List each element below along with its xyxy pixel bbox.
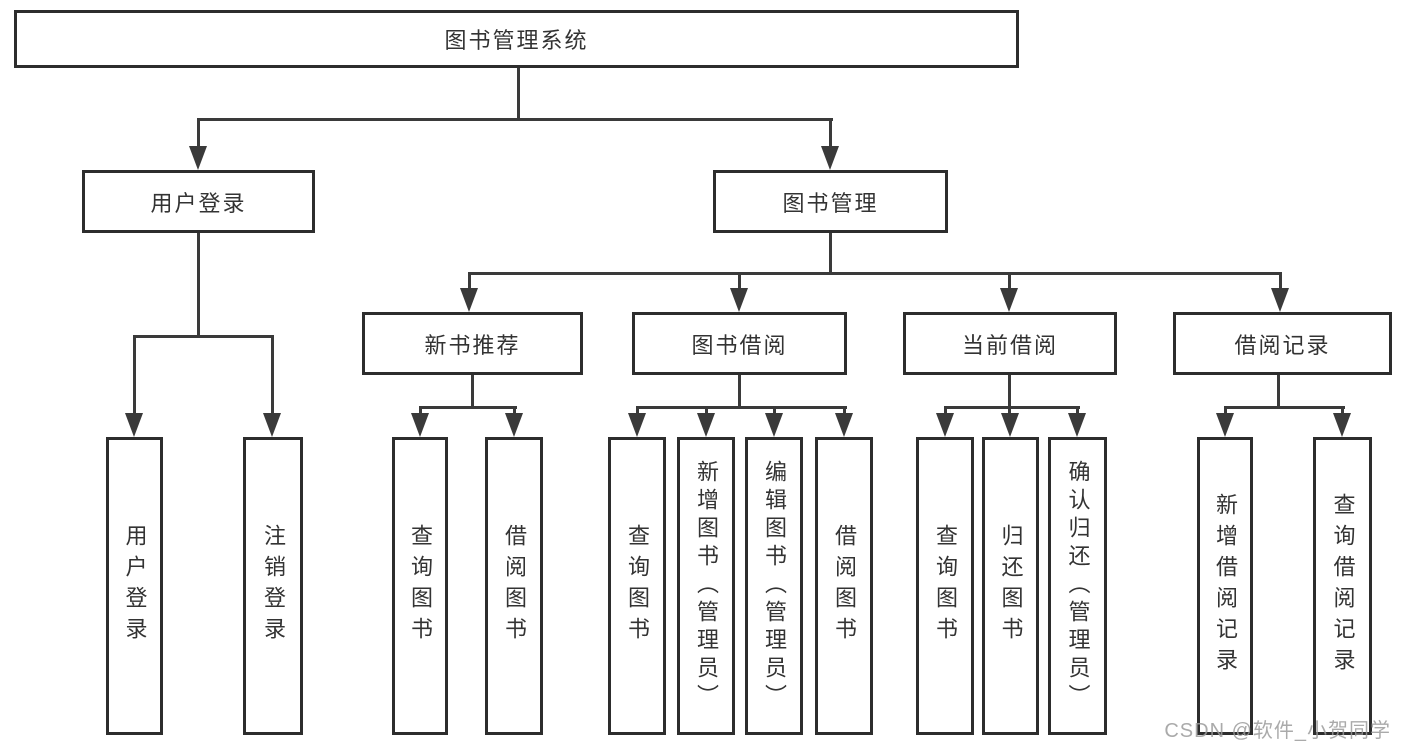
leaf-user-login: 用户登录 [106,437,163,735]
connector-line [197,118,200,150]
arrow-down-icon [1000,288,1018,312]
connector-line [133,335,136,415]
arrow-down-icon [1271,288,1289,312]
leaf-borrow-books: 借阅图书 [815,437,873,735]
connector-line [133,335,274,338]
leaf-query-books-current: 查询图书 [916,437,974,735]
connector-line [1277,375,1280,409]
connector-line [517,66,520,118]
connector-line [468,272,471,292]
connector-line [468,272,1282,275]
arrow-down-icon [628,413,646,437]
node-current-borrowing: 当前借阅 [903,312,1117,375]
connector-line [1224,406,1345,409]
arrow-down-icon [125,413,143,437]
connector-line [773,406,776,416]
leaf-return-books: 归还图书 [982,437,1039,735]
connector-line [705,406,708,416]
leaf-borrow-books-recommend: 借阅图书 [485,437,543,735]
arrow-down-icon [936,413,954,437]
connector-line [738,272,741,292]
connector-line [471,375,474,409]
arrow-down-icon [697,413,715,437]
connector-line [1008,406,1011,416]
arrow-down-icon [1001,413,1019,437]
node-new-book-recommendation: 新书推荐 [362,312,583,375]
arrow-down-icon [411,413,429,437]
connector-line [513,406,516,416]
node-user-login: 用户登录 [82,170,315,233]
connector-line [197,118,833,121]
arrow-down-icon [835,413,853,437]
node-book-management: 图书管理 [713,170,948,233]
connector-line [944,406,947,416]
connector-line [419,406,422,416]
connector-line [738,375,741,409]
connector-line [944,406,1080,409]
connector-line [1008,272,1011,292]
leaf-logout: 注销登录 [243,437,303,735]
connector-line [1076,406,1079,416]
csdn-watermark: CSDN @软件_小贺同学 [1164,720,1391,742]
arrow-down-icon [460,288,478,312]
node-book-borrowing: 图书借阅 [632,312,847,375]
arrow-down-icon [730,288,748,312]
leaf-query-books-recommend: 查询图书 [392,437,448,735]
connector-line [843,406,846,416]
connector-line [636,406,847,409]
arrow-down-icon [189,146,207,170]
leaf-query-borrow-record: 查询借阅记录 [1313,437,1372,735]
arrow-down-icon [505,413,523,437]
arrow-down-icon [821,146,839,170]
arrow-down-icon [1068,413,1086,437]
connector-line [197,233,200,335]
leaf-add-books-admin: 新增图书（管理员） [677,437,735,735]
leaf-add-borrow-record: 新增借阅记录 [1197,437,1253,735]
connector-line [271,335,274,415]
connector-line [1008,375,1011,409]
connector-line [829,118,832,150]
arrow-down-icon [1216,413,1234,437]
arrow-down-icon [765,413,783,437]
connector-line [829,233,832,275]
connector-line [1224,406,1227,416]
connector-line [636,406,639,416]
node-library-management-system: 图书管理系统 [14,10,1019,68]
leaf-edit-books-admin: 编辑图书（管理员） [745,437,803,735]
connector-line [1279,272,1282,292]
arrow-down-icon [1333,413,1351,437]
leaf-confirm-return-admin: 确认归还（管理员） [1048,437,1107,735]
connector-line [1341,406,1344,416]
node-borrowing-records: 借阅记录 [1173,312,1392,375]
connector-line [419,406,517,409]
leaf-query-books-borrowing: 查询图书 [608,437,666,735]
arrow-down-icon [263,413,281,437]
